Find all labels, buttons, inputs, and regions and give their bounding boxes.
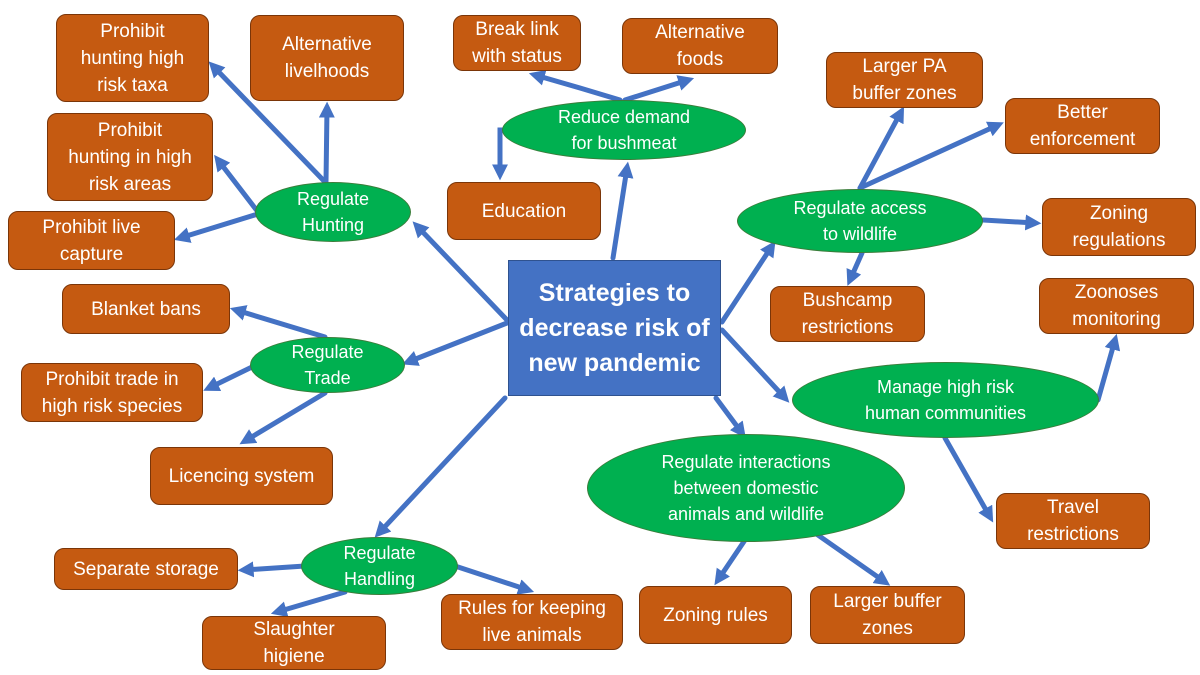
arrow-hunting-to-prohibit-taxa: [208, 61, 328, 185]
break-link-with-status-box: Break link with status: [453, 15, 581, 71]
larger-pa-buffer-zones-box: Larger PA buffer zones: [826, 52, 983, 108]
arrow-trade-to-licencing: [239, 390, 328, 445]
arrow-interactions-to-larger-buffer: [812, 530, 891, 586]
licencing-system-box: Licencing system: [150, 447, 333, 505]
regulate-access-ellipse: Regulate access to wildlife: [737, 189, 983, 253]
zoonoses-monitoring-box: Zoonoses monitoring: [1039, 278, 1194, 334]
regulate-interactions-ellipse: Regulate interactions between domestic a…: [587, 434, 905, 542]
arrow-center-to-regulate-access: [719, 240, 776, 325]
arrow-hunting-to-alt-livelihoods: [318, 101, 335, 185]
central-topic-box: Strategies to decrease risk of new pande…: [508, 260, 721, 396]
arrow-handling-to-separate-storage: [237, 561, 308, 578]
arrow-access-to-zoning-regulations: [980, 214, 1042, 231]
arrow-center-to-regulate-trade: [402, 320, 510, 366]
arrow-access-to-larger-pa: [857, 106, 905, 191]
blanket-bans-box: Blanket bans: [62, 284, 230, 334]
manage-communities-ellipse: Manage high risk human communities: [792, 362, 1099, 438]
regulate-hunting-ellipse: Regulate Hunting: [255, 182, 411, 242]
arrow-reduce-demand-to-alt-foods: [622, 75, 695, 103]
arrow-trade-to-blanket-bans: [229, 305, 328, 340]
alternative-livelihoods-box: Alternative livelhoods: [250, 15, 404, 101]
arrow-center-to-regulate-handling: [374, 395, 508, 538]
arrow-trade-to-prohibit-trade: [203, 364, 255, 391]
rules-for-keeping-live-animals-box: Rules for keeping live animals: [441, 594, 623, 650]
zoning-rules-box: Zoning rules: [639, 586, 792, 644]
arrow-center-to-regulate-hunting: [412, 221, 510, 323]
travel-restrictions-box: Travel restrictions: [996, 493, 1150, 549]
prohibit-live-capture-box: Prohibit live capture: [8, 211, 175, 270]
arrow-handling-to-slaughter: [270, 589, 348, 617]
arrow-center-to-reduce-demand: [610, 161, 634, 261]
arrow-access-to-better-enforcement: [857, 121, 1004, 191]
regulate-trade-ellipse: Regulate Trade: [250, 337, 405, 393]
larger-buffer-zones-box: Larger buffer zones: [810, 586, 965, 644]
bushcamp-restrictions-box: Bushcamp restrictions: [770, 286, 925, 342]
arrow-hunting-to-prohibit-areas: [214, 154, 261, 215]
education-box: Education: [447, 182, 601, 240]
alternative-foods-box: Alternative foods: [622, 18, 778, 74]
arrow-hunting-to-prohibit-live: [173, 211, 261, 243]
arrow-communities-to-travel: [942, 435, 994, 523]
prohibit-high-risk-taxa-box: Prohibit hunting high risk taxa: [56, 14, 209, 102]
zoning-regulations-box: Zoning regulations: [1042, 198, 1196, 256]
arrow-access-to-bushcamp: [846, 250, 865, 286]
prohibit-trade-high-risk-species-box: Prohibit trade in high risk species: [21, 363, 203, 422]
better-enforcement-box: Better enforcement: [1005, 98, 1160, 154]
arrow-communities-to-zoonoses: [1095, 333, 1121, 403]
arrow-reduce-demand-to-break-link: [528, 69, 623, 103]
arrow-handling-to-rules-live: [452, 563, 535, 595]
arrow-interactions-to-zoning-rules: [714, 537, 748, 586]
slaughter-hygiene-box: Slaughter higiene: [202, 616, 386, 670]
reduce-demand-ellipse: Reduce demand for bushmeat: [502, 100, 746, 160]
prohibit-hunting-high-risk-areas-box: Prohibit hunting in high risk areas: [47, 113, 213, 201]
separate-storage-box: Separate storage: [54, 548, 238, 590]
regulate-handling-ellipse: Regulate Handling: [301, 537, 458, 595]
arrow-center-to-regulate-interactions: [713, 395, 746, 439]
arrow-center-to-manage-communities: [719, 327, 790, 403]
